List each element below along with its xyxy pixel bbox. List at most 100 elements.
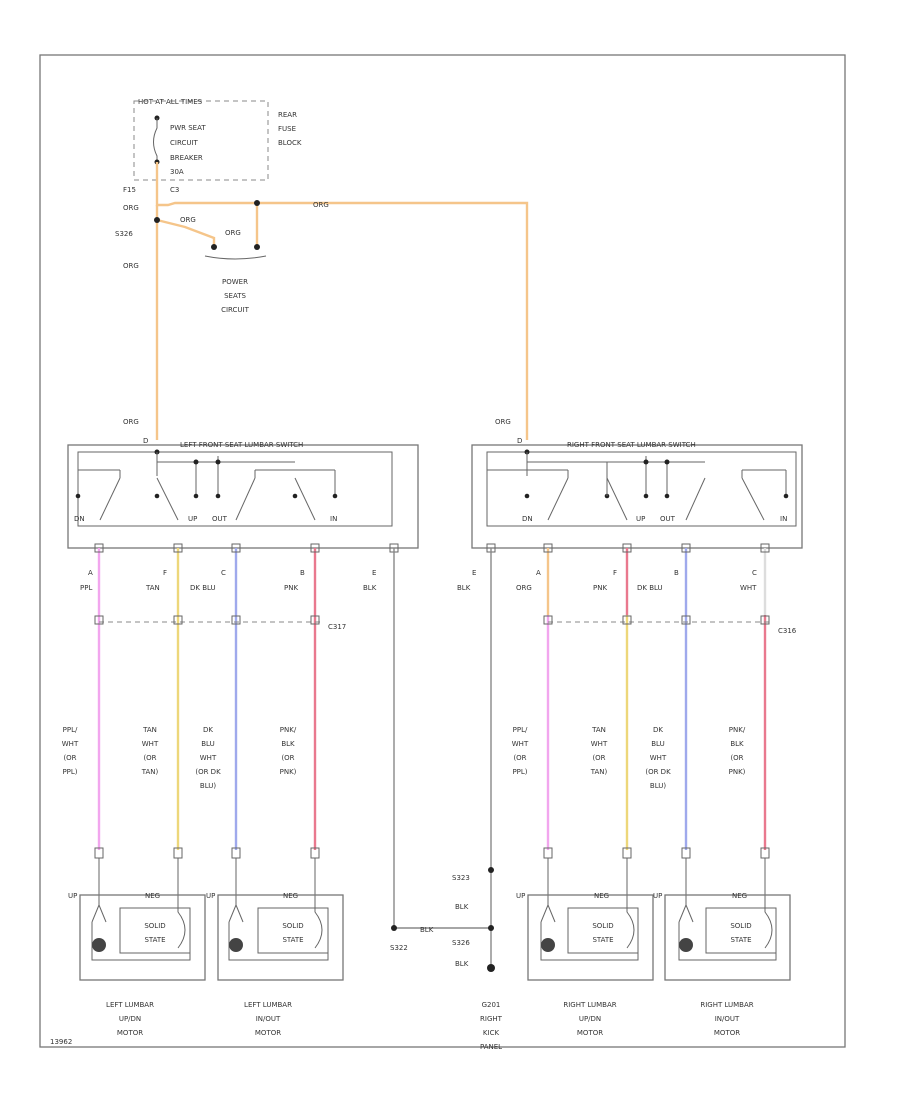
left-pin-b: B xyxy=(300,569,305,577)
connector-c316-marks xyxy=(543,615,770,625)
left-wire-3-line2: BLU xyxy=(201,740,214,748)
breaker-label-line4: 30A xyxy=(170,168,184,176)
right-switch-title: RIGHT FRONT SEAT LUMBAR SWITCH xyxy=(567,441,696,449)
left-pin-f: F xyxy=(163,569,167,577)
left-updn-solid-state-1: SOLID xyxy=(144,922,165,930)
right-front-seat-lumbar-switch: RIGHT FRONT SEAT LUMBAR SWITCH D DN UP O… xyxy=(471,437,803,549)
left-switch-title: LEFT FRONT SEAT LUMBAR SWITCH xyxy=(180,441,303,449)
motor-icon xyxy=(92,938,106,952)
fuse-pin-right: C3 xyxy=(170,186,179,194)
left-front-seat-lumbar-switch: LEFT FRONT SEAT LUMBAR SWITCH D DN UP OU… xyxy=(67,437,419,549)
left-updn-neg-pin: NEG xyxy=(145,892,160,900)
right-inout-motor-label-2: IN/OUT xyxy=(715,1015,740,1023)
left-wire-4-line1: PNK/ xyxy=(280,726,297,734)
ground-splice-upper: S323 xyxy=(452,874,470,882)
right-wire-4-line1: PNK/ xyxy=(729,726,746,734)
right-inout-up-pin: UP xyxy=(653,892,662,900)
left-switch-pin-labels: A PPL F TAN C DK BLU B PNK E BLK C317 xyxy=(80,569,377,631)
wire-color-org-1: ORG xyxy=(123,204,139,212)
right-updn-motor-label-2: UP/DN xyxy=(579,1015,601,1023)
left-pin-e: E xyxy=(372,569,376,577)
left-switch-up-label: UP xyxy=(188,515,197,523)
ground-circuit: S323 BLK BLK S322 S326 BLK G201 RIGHT KI… xyxy=(390,548,503,1051)
left-inout-up-pin: UP xyxy=(206,892,215,900)
right-wire-color-labels: PPL/ WHT (OR PPL) TAN WHT (OR TAN) DK BL… xyxy=(512,726,746,790)
fuse-block-label-line2: FUSE xyxy=(278,125,296,133)
power-seats-label-line1: POWER xyxy=(222,278,248,286)
motor-icon xyxy=(229,938,243,952)
power-seats-terminal-left xyxy=(211,244,217,250)
left-wire-1-line1: PPL/ xyxy=(63,726,78,734)
power-seats-label-line2: SEATS xyxy=(224,292,246,300)
right-motor-wires xyxy=(546,548,767,850)
ground-point-line1: G201 xyxy=(482,1001,501,1009)
left-wire-3-line4: (OR DK xyxy=(195,768,221,776)
right-lumbar-inout-motor: UP NEG SOLID STATE xyxy=(653,892,791,981)
left-wire-3-line1: DK xyxy=(203,726,213,734)
left-wire-2-line4: TAN) xyxy=(141,768,159,776)
left-pin-a-color: PPL xyxy=(80,584,92,592)
left-switch-out-label: OUT xyxy=(212,515,228,523)
left-wire-2-line1: TAN xyxy=(142,726,157,734)
ground-splice-lower: S326 xyxy=(452,939,470,947)
left-switch-pin-top: D xyxy=(143,437,148,445)
left-wire-4-line4: PNK) xyxy=(280,768,297,776)
right-pin-f: F xyxy=(613,569,617,577)
left-pin-b-color: PNK xyxy=(284,584,298,592)
ground-icon xyxy=(487,964,495,972)
right-switch-in-label: IN xyxy=(780,515,787,523)
left-updn-motor-label-3: MOTOR xyxy=(117,1029,143,1037)
wire-color-org-4: ORG xyxy=(225,229,241,237)
right-lumbar-updn-motor: UP NEG SOLID STATE xyxy=(516,892,654,981)
right-pin-c-color: WHT xyxy=(740,584,757,592)
right-inout-solid-state-2: STATE xyxy=(730,936,751,944)
left-pin-c: C xyxy=(221,569,226,577)
right-wire-4-line3: (OR xyxy=(730,754,743,762)
left-wire-4-line3: (OR xyxy=(281,754,294,762)
wire-color-org-left-switch: ORG xyxy=(123,418,139,426)
fuse-block-label-line1: REAR xyxy=(278,111,297,119)
left-lumbar-updn-motor: UP NEG SOLID STATE xyxy=(68,892,206,981)
fuse-block-label-line3: BLOCK xyxy=(278,139,302,147)
right-wire-3-line4: (OR DK xyxy=(645,768,671,776)
power-seats-terminal-right xyxy=(254,244,260,250)
right-wire-3-line2: BLU xyxy=(651,740,664,748)
right-wire-3-line1: DK xyxy=(653,726,663,734)
breaker-label-line1: PWR SEAT xyxy=(170,124,206,132)
right-pin-e-color: BLK xyxy=(457,584,471,592)
motor-connector-stubs xyxy=(94,847,770,905)
right-inout-motor-label-3: MOTOR xyxy=(714,1029,740,1037)
right-pin-a-color: ORG xyxy=(516,584,532,592)
right-switch-out-label: OUT xyxy=(660,515,676,523)
hot-at-all-times-label: HOT AT ALL TIMES xyxy=(138,98,203,106)
right-wire-3-line3: WHT xyxy=(650,754,667,762)
wire-color-org-right-switch: ORG xyxy=(495,418,511,426)
diagram-frame xyxy=(39,54,846,1048)
diagram-code: 13962 xyxy=(50,1038,72,1046)
motor-labels: LEFT LUMBAR UP/DN MOTOR LEFT LUMBAR IN/O… xyxy=(106,1001,754,1037)
right-switch-dn-label: DN xyxy=(522,515,533,523)
splice-dot xyxy=(154,217,160,223)
right-wire-1-line1: PPL/ xyxy=(513,726,528,734)
feed-circuit: ORG ORG ORG ORG S326 ORG POWER SEATS CIR… xyxy=(115,162,529,440)
left-pin-e-color: BLK xyxy=(363,584,377,592)
fuse-pin-left: F15 xyxy=(123,186,136,194)
left-wire-3-line3: WHT xyxy=(200,754,217,762)
ground-splice-left: S322 xyxy=(390,944,408,952)
wire-color-org-5: ORG xyxy=(123,262,139,270)
breaker-icon xyxy=(153,118,158,162)
motor-icon xyxy=(541,938,555,952)
left-wire-1-line2: WHT xyxy=(62,740,79,748)
right-switch-pin-top: D xyxy=(517,437,522,445)
left-inout-solid-state-2: STATE xyxy=(282,936,303,944)
right-wire-1-line2: WHT xyxy=(512,740,529,748)
left-wire-color-labels: PPL/ WHT (OR PPL) TAN WHT (OR TAN) DK BL… xyxy=(62,726,297,790)
left-wire-3-line5: BLU) xyxy=(200,782,216,790)
ground-point-line2: RIGHT xyxy=(480,1015,503,1023)
ground-point-line4: PANEL xyxy=(480,1043,502,1051)
left-wire-2-line2: WHT xyxy=(142,740,159,748)
ground-point-line3: KICK xyxy=(483,1029,500,1037)
right-wire-3-line5: BLU) xyxy=(650,782,666,790)
power-seats-brace-icon xyxy=(204,255,267,260)
